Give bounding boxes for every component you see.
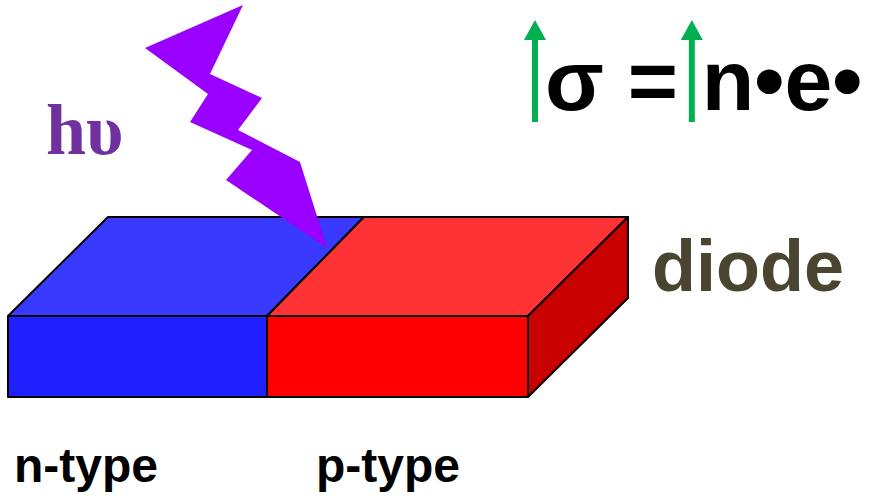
region-label: p-type xyxy=(316,442,460,490)
p-block-side xyxy=(528,217,628,397)
photon-energy-label: hυ xyxy=(46,94,123,166)
p-block-front xyxy=(267,316,528,397)
device-label: diode xyxy=(652,230,844,302)
n-block-front xyxy=(8,316,267,397)
photon-bolt xyxy=(145,5,327,248)
conductivity-formula: σ = n•e• xyxy=(545,37,862,123)
region-label: n-type xyxy=(14,442,158,490)
increase-arrow xyxy=(524,20,546,122)
